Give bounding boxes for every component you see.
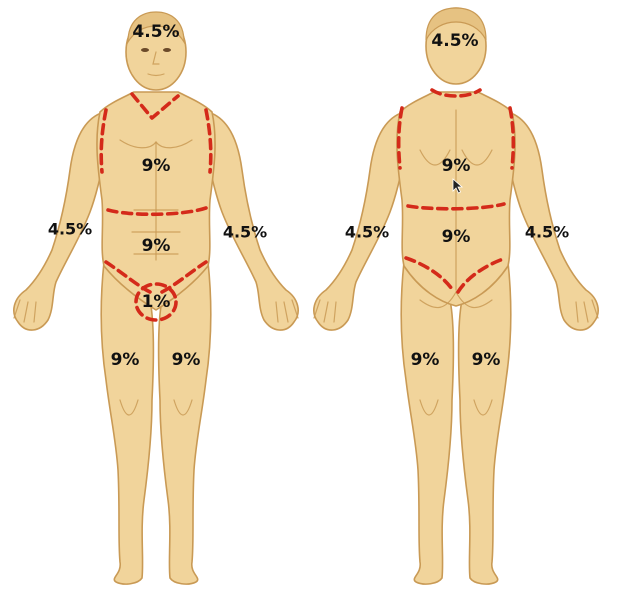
front-left-leg-percentage: 9% bbox=[171, 350, 201, 370]
front-hair bbox=[127, 11, 185, 45]
back-arm-right bbox=[507, 111, 599, 331]
front-genitals-percentage: 1% bbox=[141, 292, 171, 312]
front-right-arm-percentage: 4.5% bbox=[47, 219, 93, 239]
back-hair bbox=[425, 7, 487, 41]
front-genital-boundary bbox=[134, 282, 178, 322]
front-boundary-lines bbox=[99, 92, 213, 322]
back-lower-back-percentage: 9% bbox=[441, 227, 471, 247]
back-shoulder-right-boundary bbox=[508, 106, 516, 170]
front-chest-percentage: 9% bbox=[141, 156, 171, 176]
arrow-cursor-icon bbox=[452, 178, 464, 194]
front-nose bbox=[152, 51, 160, 65]
back-left-arm-percentage: 4.5% bbox=[344, 222, 390, 242]
back-hip-boundary bbox=[404, 256, 508, 294]
front-body-figure bbox=[13, 11, 299, 585]
front-arm-left bbox=[13, 111, 105, 331]
front-arm-right bbox=[207, 111, 299, 331]
front-neck-boundary bbox=[130, 92, 180, 120]
front-abdomen-percentage: 9% bbox=[141, 236, 171, 256]
front-eye-left bbox=[141, 48, 149, 52]
front-leg-left bbox=[100, 261, 155, 585]
back-waist-boundary bbox=[406, 202, 506, 211]
back-left-leg-percentage: 9% bbox=[410, 350, 440, 370]
back-leg-left bbox=[400, 261, 455, 585]
front-left-arm-percentage: 4.5% bbox=[222, 222, 268, 242]
front-mouth bbox=[147, 73, 165, 77]
front-waist-boundary bbox=[106, 206, 208, 217]
front-head-percentage: 4.5% bbox=[132, 22, 180, 42]
back-right-leg-percentage: 9% bbox=[471, 350, 501, 370]
back-head-percentage: 4.5% bbox=[431, 31, 479, 51]
back-boundary-lines bbox=[396, 88, 516, 294]
back-body-figure bbox=[313, 7, 599, 585]
front-shoulder-right-boundary bbox=[204, 108, 213, 174]
back-upper-back-percentage: 9% bbox=[441, 156, 471, 176]
back-shoulder-left-boundary bbox=[396, 106, 404, 170]
front-shoulder-left-boundary bbox=[99, 108, 108, 174]
front-eye-right bbox=[163, 48, 171, 52]
front-right-leg-percentage: 9% bbox=[110, 350, 140, 370]
front-groin-boundary bbox=[104, 260, 208, 294]
back-right-arm-percentage: 4.5% bbox=[524, 222, 570, 242]
back-arm-left bbox=[313, 111, 405, 331]
front-leg-right bbox=[157, 261, 212, 585]
back-neck-boundary bbox=[430, 88, 482, 98]
back-leg-right bbox=[457, 261, 512, 585]
